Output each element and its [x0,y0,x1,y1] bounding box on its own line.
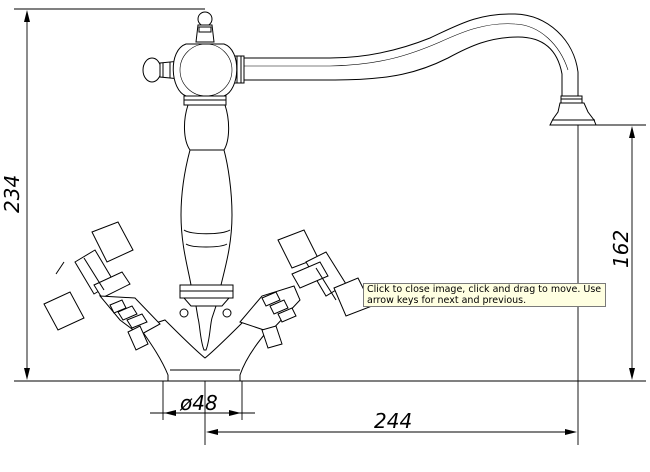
right-cross-handle [239,229,373,349]
spout [224,13,597,126]
dimension-spout-reach: 244 [374,409,412,433]
faucet-outline [43,11,597,382]
dimension-arrows [24,10,635,435]
image-viewer-tooltip[interactable]: Click to close image, click and drag to … [363,283,606,307]
dimension-spout-height: 162 [609,230,633,268]
dimension-base-diameter: ø48 [179,391,218,415]
left-cross-handle [43,221,161,351]
top-handle [142,11,215,83]
column [179,104,234,351]
dimension-total-height: 234 [0,175,24,213]
valve-body [172,43,238,106]
